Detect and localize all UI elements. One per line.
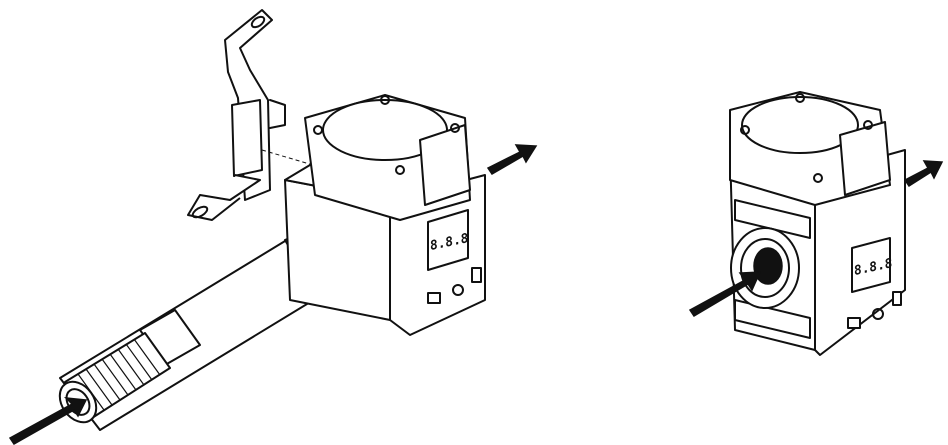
button-icon <box>427 292 441 304</box>
sensor-unit-right: 8.8.8 <box>688 91 944 356</box>
knob-icon-right <box>872 308 884 320</box>
button-icon-right <box>847 317 861 329</box>
inlet-arrow-right-icon <box>688 271 762 318</box>
inlet-arrow-icon <box>8 397 88 445</box>
connector-icon <box>471 267 482 283</box>
outlet-arrow-right-icon <box>903 160 944 188</box>
knob-icon <box>452 284 464 296</box>
outlet-arrow-icon <box>486 144 538 176</box>
connector-icon-right <box>892 291 902 306</box>
mounting-bracket <box>187 9 331 221</box>
sensor-unit-left: 8.8.8 <box>284 94 538 336</box>
inlet-port <box>753 247 783 285</box>
